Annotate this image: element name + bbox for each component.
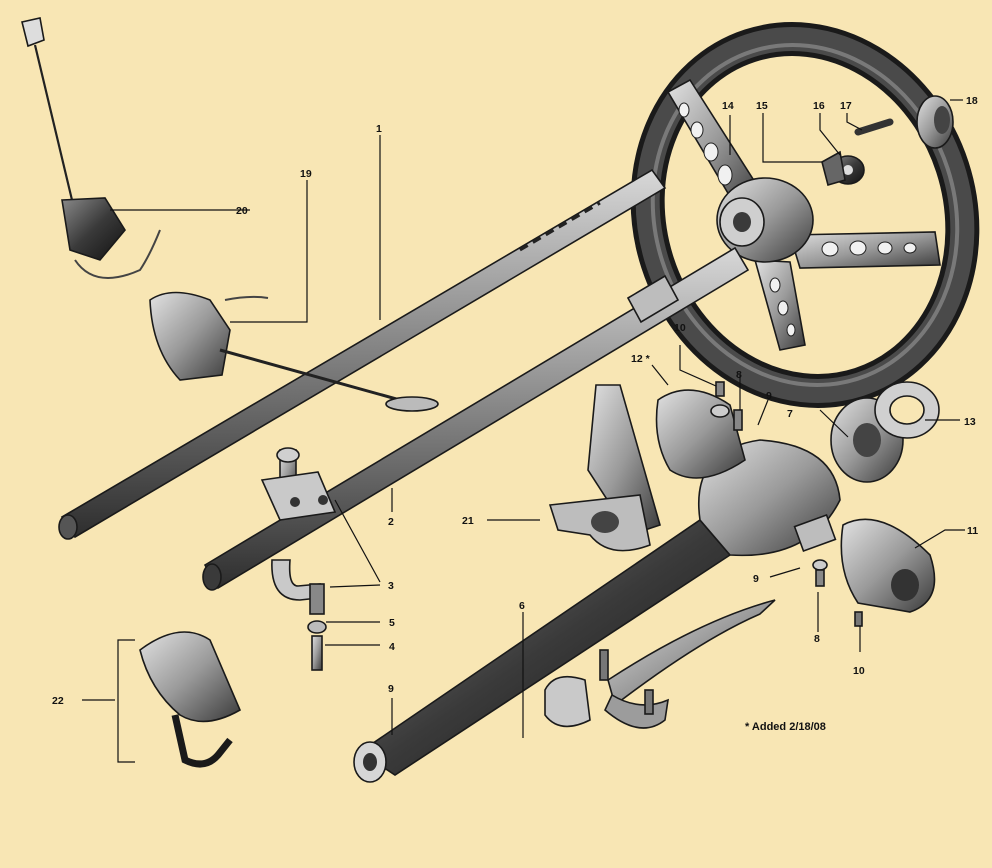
steering-wheel [630, 22, 980, 408]
callout-10-bottom: 10 [853, 665, 865, 677]
callout-8-bottom: 8 [814, 633, 820, 645]
callout-21: 21 [462, 515, 474, 527]
callout-19: 19 [300, 168, 312, 180]
callout-12: 12 * [631, 353, 651, 365]
callout-3: 3 [388, 580, 394, 592]
callout-15: 15 [756, 100, 768, 112]
mounting-bracket [548, 384, 661, 552]
outer-column [353, 439, 841, 783]
callout-9-bottom: 9 [388, 683, 394, 695]
column-support [139, 631, 242, 768]
dip-switch [21, 17, 161, 279]
callout-9-right: 9 [753, 573, 759, 585]
upper-steering-shaft [58, 168, 667, 540]
callout-14: 14 [722, 100, 734, 112]
callout-11: 11 [967, 525, 978, 537]
callout-10-top: 10 [674, 322, 686, 334]
column-tube [202, 246, 750, 591]
fasteners [710, 381, 863, 627]
column-collar [830, 381, 940, 483]
callout-7: 7 [787, 408, 793, 420]
column-clamp [260, 447, 337, 671]
callout-20: 20 [236, 205, 248, 217]
callout-22: 22 [52, 695, 64, 707]
callout-2: 2 [388, 516, 394, 528]
callout-5: 5 [389, 617, 395, 629]
leader-lines [82, 99, 965, 763]
callout-6: 6 [519, 600, 525, 612]
indicator-switch [149, 291, 439, 412]
callout-17: 17 [840, 100, 852, 112]
callout-1: 1 [376, 123, 382, 135]
revision-note: * Added 2/18/08 [745, 721, 826, 733]
callout-13: 13 [964, 416, 976, 428]
callout-labels: 1 2 3 4 5 6 7 8 8 9 9 9 10 10 11 12 * 13… [52, 95, 978, 707]
callout-18: 18 [966, 95, 978, 107]
callout-16: 16 [813, 100, 825, 112]
lower-clamp [544, 599, 776, 729]
callout-9-top: 9 [766, 390, 772, 402]
callout-8-top: 8 [736, 369, 742, 381]
callout-4: 4 [389, 641, 395, 653]
